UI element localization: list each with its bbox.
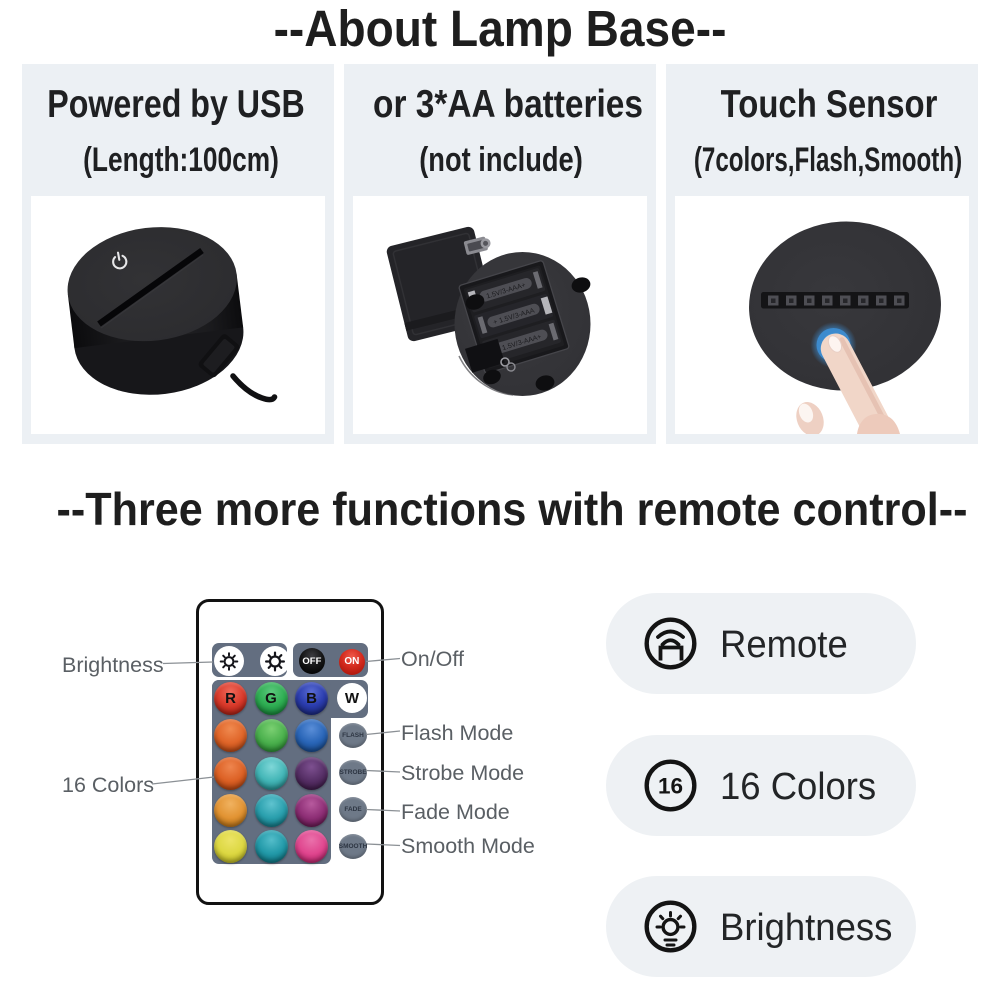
svg-text:16: 16 [658, 774, 683, 799]
